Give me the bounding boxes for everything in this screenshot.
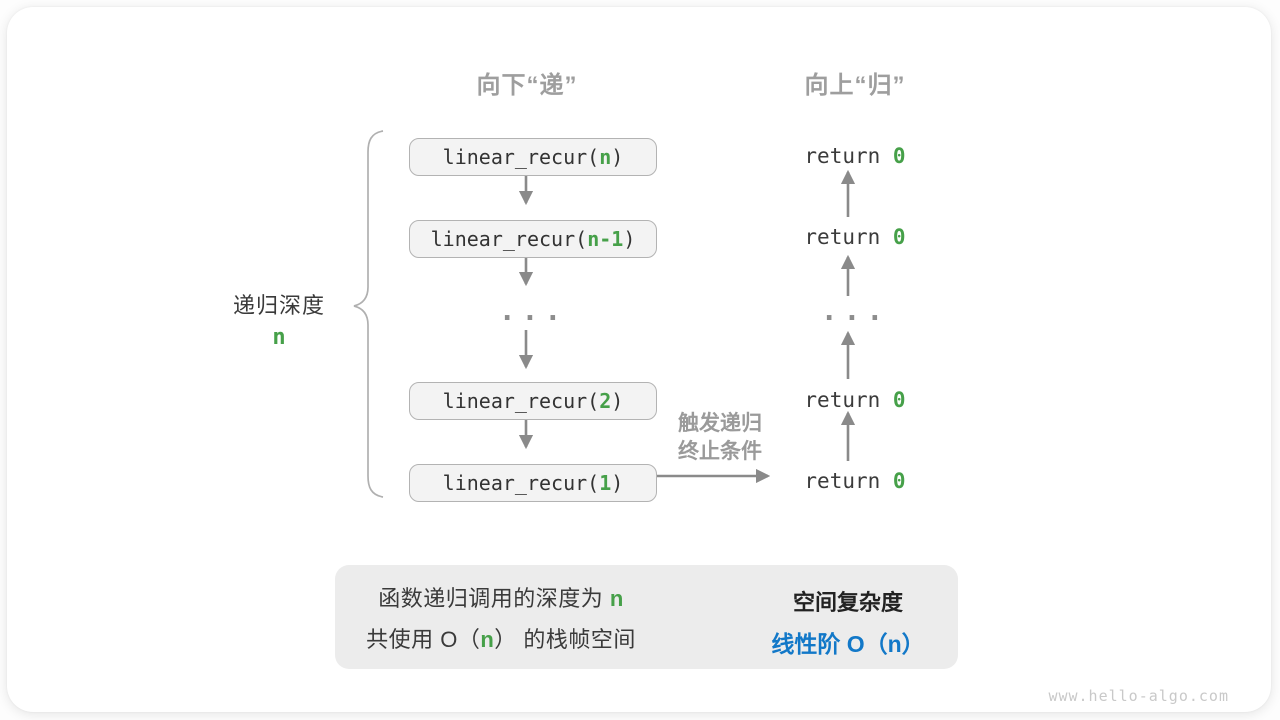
summary-line-1: 函数递归调用的深度为 n <box>351 578 651 619</box>
return-keyword: return <box>804 469 893 493</box>
return-value: 0 <box>892 388 906 412</box>
return-stmt-2: return 0 <box>775 225 935 249</box>
return-stmt-3: return 0 <box>775 388 935 412</box>
call-text: ) <box>623 227 636 251</box>
trigger-line-1: 触发递归 <box>678 412 762 435</box>
call-box-2: linear_recur(n-1) <box>409 220 657 258</box>
call-text: linear_recur( <box>430 227 588 251</box>
call-text: linear_recur( <box>442 145 600 169</box>
call-box-4: linear_recur(1) <box>409 464 657 502</box>
summary-green-n: n <box>609 586 624 611</box>
return-value: 0 <box>892 469 906 493</box>
summary-text: 函数递归调用的深度为 <box>378 586 610 611</box>
return-stmt-1: return 0 <box>775 144 935 168</box>
summary-line-2: 共使用 O（n） 的栈帧空间 <box>351 619 651 660</box>
call-text: linear_recur( <box>442 471 600 495</box>
return-keyword: return <box>804 388 893 412</box>
header-descend: 向下“递” <box>476 72 578 99</box>
call-box-3: linear_recur(2) <box>409 382 657 420</box>
call-text: ) <box>611 471 624 495</box>
call-arg: n-1 <box>587 227 624 251</box>
summary-panel <box>335 565 958 669</box>
depth-value: n <box>272 325 286 350</box>
call-text: linear_recur( <box>442 389 600 413</box>
ascend-ellipsis: ... <box>820 294 890 327</box>
diagram-card: 向下“递” 向上“归” 递归深度 n linear_recur(n) linea… <box>7 7 1271 712</box>
depth-brace <box>353 130 384 498</box>
depth-label: 递归深度 <box>232 293 325 318</box>
trigger-line-2: 终止条件 <box>678 440 762 463</box>
descend-ellipsis: ... <box>498 294 568 327</box>
call-arg: 2 <box>599 389 612 413</box>
return-value: 0 <box>892 144 906 168</box>
summary-left-text: 函数递归调用的深度为 n 共使用 O（n） 的栈帧空间 <box>351 578 651 660</box>
watermark: www.hello-algo.com <box>1048 687 1229 705</box>
call-box-1: linear_recur(n) <box>409 138 657 176</box>
call-arg: 1 <box>599 471 612 495</box>
return-stmt-4: return 0 <box>775 469 935 493</box>
call-text: ) <box>611 389 624 413</box>
space-complexity-title: 空间复杂度 <box>792 590 903 615</box>
return-keyword: return <box>804 144 893 168</box>
summary-green-n: n <box>480 627 495 652</box>
call-text: ) <box>611 145 624 169</box>
call-arg: n <box>599 145 612 169</box>
return-keyword: return <box>804 225 893 249</box>
summary-text: 共使用 O（ <box>366 627 481 652</box>
header-ascend: 向上“归” <box>804 72 906 99</box>
return-value: 0 <box>892 225 906 249</box>
trigger-label: 触发递归 终止条件 <box>652 410 788 466</box>
space-complexity-value: 线性阶 O（n） <box>771 631 925 657</box>
summary-text: ） 的栈帧空间 <box>494 627 636 652</box>
